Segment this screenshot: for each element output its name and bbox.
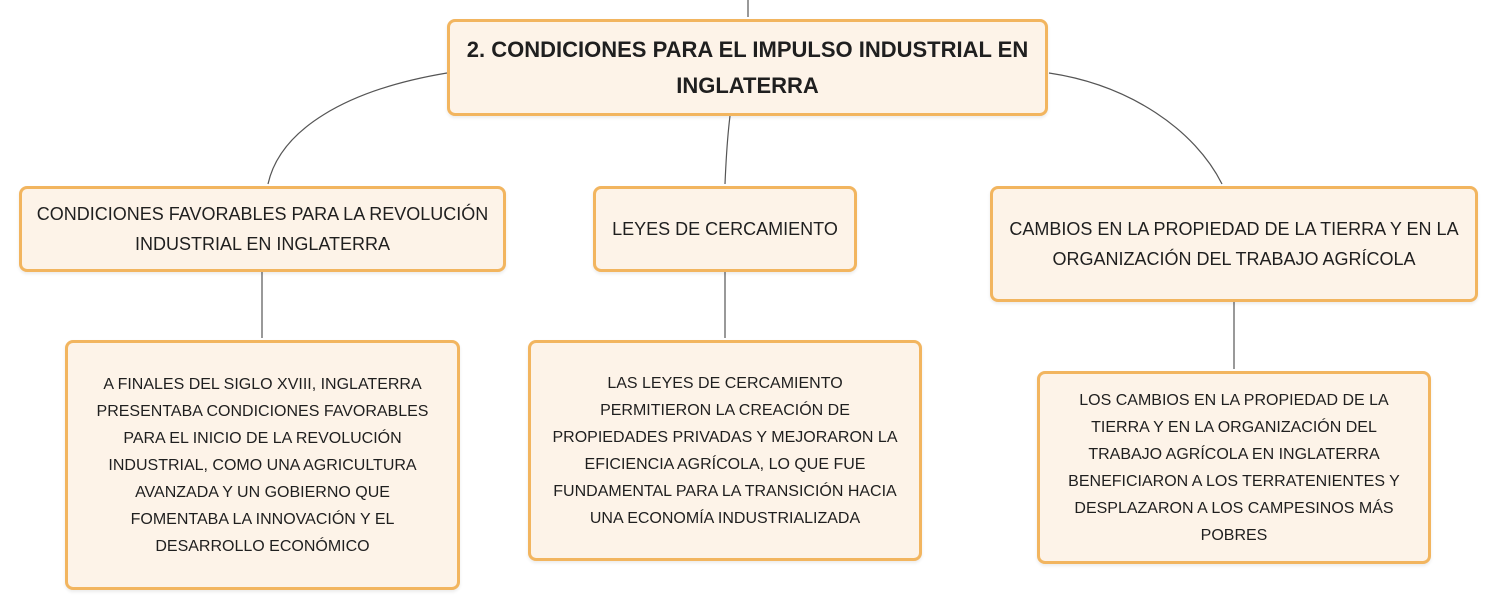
branch-title: CAMBIOS EN LA PROPIEDAD DE LA TIERRA Y E… <box>1009 219 1459 269</box>
root-topic-node[interactable]: 2. CONDICIONES PARA EL IMPULSO INDUSTRIA… <box>447 19 1048 116</box>
connector-root-to-branch-1 <box>267 72 448 185</box>
detail-node-leyes-cercamiento[interactable]: LAS LEYES DE CERCAMIENTO PERMITIERON LA … <box>528 340 922 561</box>
branch-title: CONDICIONES FAVORABLES PARA LA REVOLUCIÓ… <box>36 204 489 254</box>
detail-text: A FINALES DEL SIGLO XVIII, INGLATERRA PR… <box>96 375 429 555</box>
branch-node-cambios-propiedad[interactable]: CAMBIOS EN LA PROPIEDAD DE LA TIERRA Y E… <box>990 186 1478 302</box>
branch-title: LEYES DE CERCAMIENTO <box>612 219 838 239</box>
connector-root-to-branch-2 <box>724 115 731 185</box>
connector-root-to-branch-3 <box>1048 72 1223 185</box>
branch-node-condiciones-favorables[interactable]: CONDICIONES FAVORABLES PARA LA REVOLUCIÓ… <box>19 186 506 272</box>
detail-node-cambios-propiedad[interactable]: LOS CAMBIOS EN LA PROPIEDAD DE LA TIERRA… <box>1037 371 1431 564</box>
detail-text: LAS LEYES DE CERCAMIENTO PERMITIERON LA … <box>552 374 898 527</box>
detail-text: LOS CAMBIOS EN LA PROPIEDAD DE LA TIERRA… <box>1068 391 1400 544</box>
detail-node-condiciones-favorables[interactable]: A FINALES DEL SIGLO XVIII, INGLATERRA PR… <box>65 340 460 590</box>
root-topic-title: 2. CONDICIONES PARA EL IMPULSO INDUSTRIA… <box>466 36 1029 98</box>
branch-node-leyes-cercamiento[interactable]: LEYES DE CERCAMIENTO <box>593 186 857 272</box>
